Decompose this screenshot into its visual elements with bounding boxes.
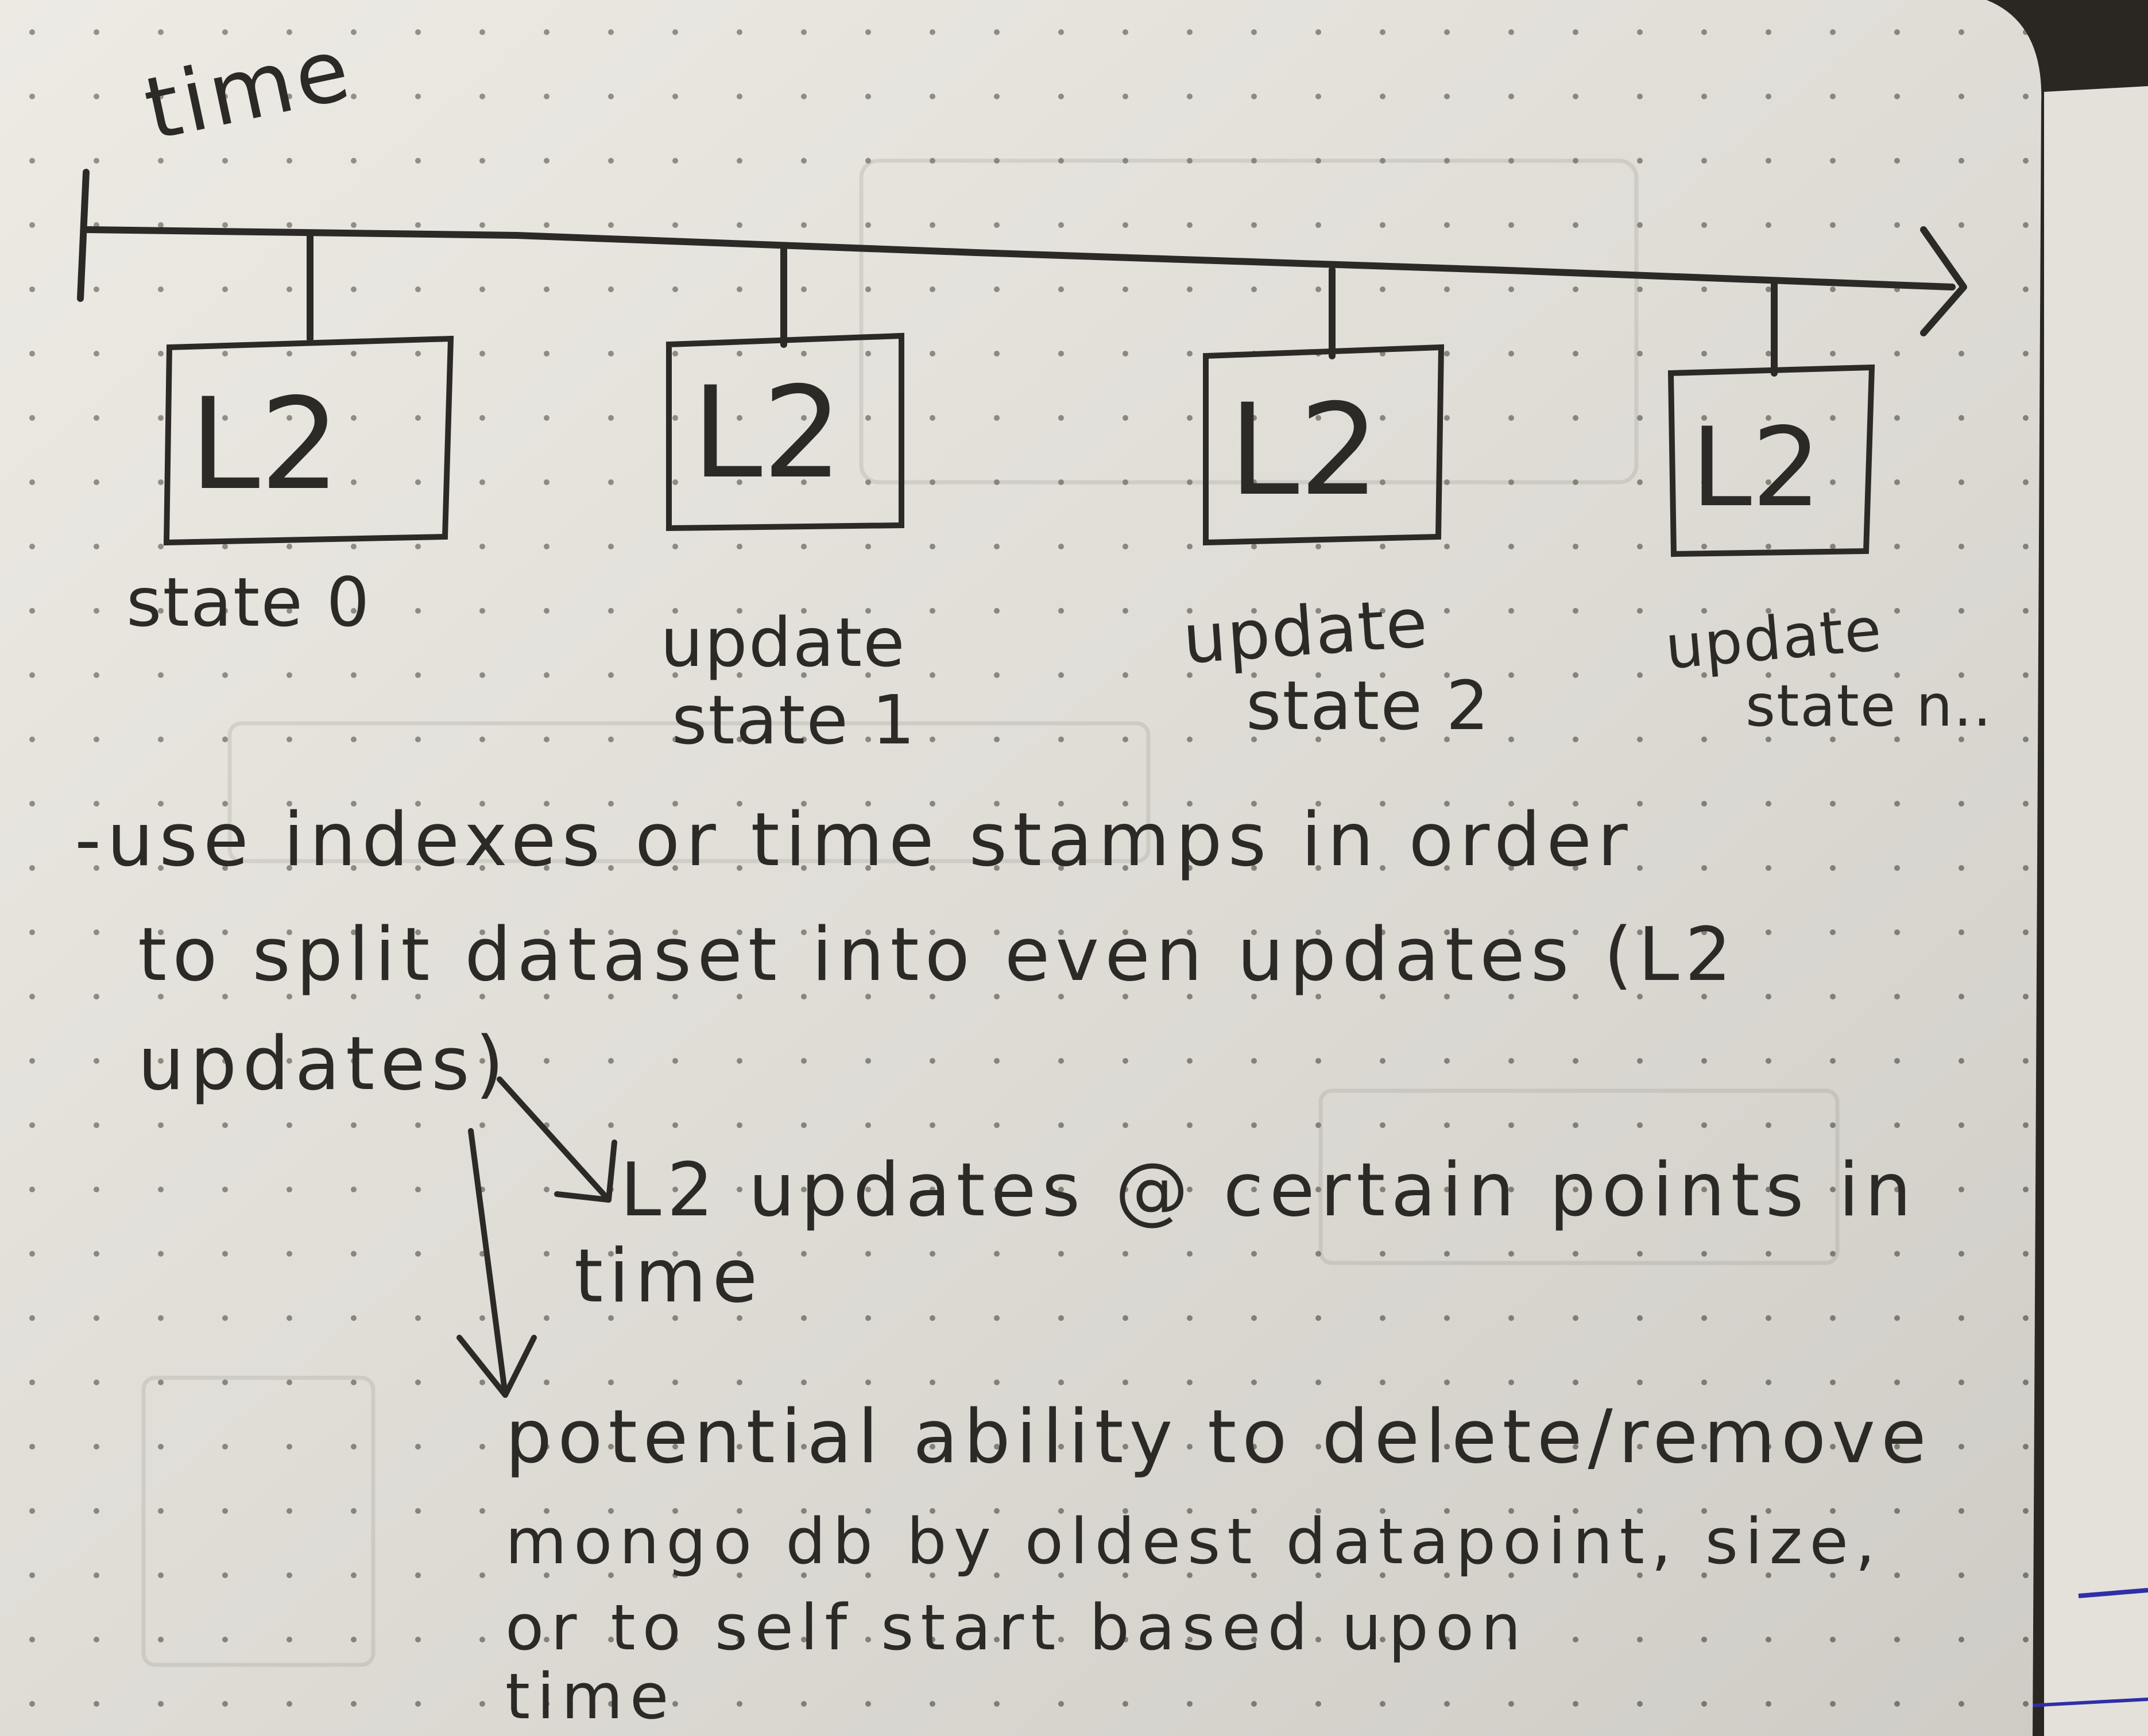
show-through-marks <box>141 158 1840 1667</box>
note-branch-2-line-4: time <box>505 1660 676 1733</box>
branch-arrow-1 <box>497 1076 611 1203</box>
state-box-label-1: L2 <box>692 359 843 506</box>
timeline-axis <box>83 226 1956 290</box>
note-branch-1-line-2: time <box>574 1234 764 1319</box>
state-box-0 <box>163 335 454 546</box>
state-caption-1-line-1: update <box>660 603 906 682</box>
state-box-label-0: L2 <box>189 371 340 518</box>
state-caption-1-line-2: state 1 <box>672 680 916 760</box>
state-box-label-2: L2 <box>1229 377 1380 524</box>
note-main-line-1: -use indexes or time stamps in order <box>75 797 1634 883</box>
state-caption-3-line-2: state n.. <box>1746 672 1993 739</box>
state-box-3 <box>1667 364 1875 557</box>
state-caption-2-line-2: state 2 <box>1246 666 1491 745</box>
note-branch-2-line-3: or to self start based upon <box>505 1591 1528 1664</box>
note-branch-2-line-2: mongo db by oldest datapoint, size, <box>505 1505 1883 1578</box>
timeline <box>77 169 1967 377</box>
state-box-1 <box>666 332 904 532</box>
state-caption-3-line-1: update <box>1662 594 1886 683</box>
note-branch-2-line-1: potential ability to delete/remove <box>505 1394 1932 1480</box>
state-boxes <box>163 332 1875 557</box>
state-caption-0: state 0 <box>126 563 371 642</box>
state-box-2 <box>1203 344 1445 546</box>
timeline-arrowhead <box>1920 226 1967 336</box>
note-branch-1-line-1: L2 updates @ certain points in <box>620 1148 1917 1233</box>
state-box-label-3: L2 <box>1691 404 1821 531</box>
state-caption-2-line-1: update <box>1180 583 1431 679</box>
branch-arrow-2-head <box>456 1335 537 1398</box>
timeline-start-tick <box>77 169 90 302</box>
note-main-line-3: updates) <box>138 1021 510 1107</box>
state-box-labels: L2 L2 L2 L2 <box>189 359 1821 531</box>
branch-arrow-2 <box>468 1128 508 1398</box>
right-page <box>2044 86 2148 1736</box>
note-main-line-2: to split dataset into even updates (L2 <box>138 912 1737 998</box>
branch-arrows <box>456 1076 617 1398</box>
right-page-ink-mark <box>2078 1588 2148 1598</box>
branch-arrow-1-head <box>554 1140 617 1203</box>
